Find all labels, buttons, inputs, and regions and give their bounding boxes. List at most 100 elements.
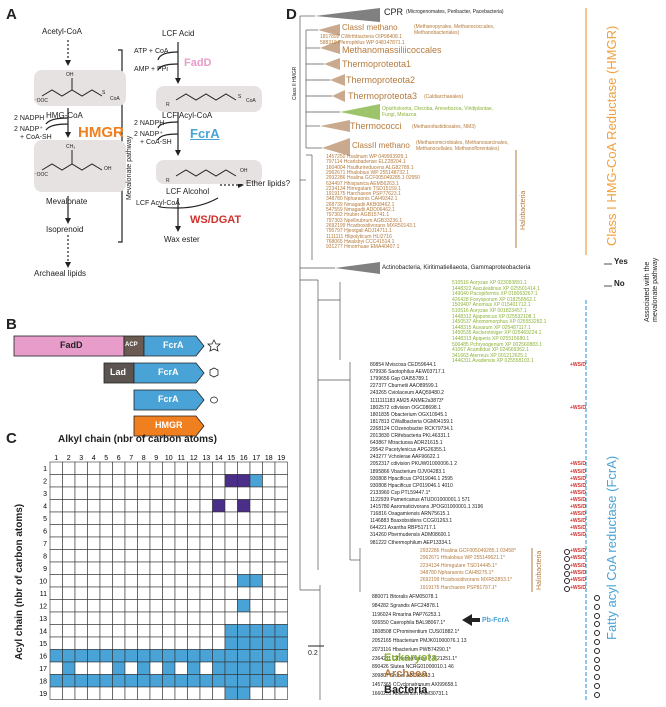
ws-dgat-marker: +WS/D (570, 504, 586, 510)
ellipse-symbol (594, 683, 600, 689)
ellipse-symbol (564, 563, 570, 570)
heatmap-col-label: 13 (202, 455, 210, 462)
tree-leaf: 2013830 CRifebacteria PKL46331.1 (370, 433, 451, 439)
tree-leaf: 149040 Pacopiformis XP 018063267.1 (452, 291, 538, 298)
heatmap-row-label: 2 (43, 478, 47, 485)
tree-leaf: 1111111183 AM25 ANME2a3873* (370, 397, 444, 404)
tree-leaf: 981222 Cthermophilum AEP13334.1 (370, 539, 452, 546)
domain-hmgr: HMGR (155, 420, 183, 430)
class2-label: Class II HMGR (292, 66, 298, 100)
ellipse-symbol (594, 595, 600, 601)
s-label: S (102, 90, 106, 96)
panel-label-b: B (6, 316, 17, 333)
ws-dgat-marker: +WS/D (570, 475, 586, 482)
ws-dgat-marker: +WS/D (570, 569, 586, 576)
nadp-label: 2 NADP⁺ (14, 126, 43, 133)
ws-dgat-marker: +WS/D (570, 482, 586, 489)
tree-leaf: 797303 Npellirubrum AGB33236.1 (326, 217, 403, 224)
tree-leaf: 1448313 Apiperis XP 025515680.1 (452, 336, 530, 342)
tree-leaf: 500485 Pchrysogenum XP 002560883.1 (452, 341, 542, 348)
oh-label: OH (66, 72, 74, 78)
lcf-acyl-coa-label: LCF Acyl-CoA (162, 111, 213, 120)
clade-sub: (Methanofastidiosales, NM3) (412, 124, 476, 130)
tree-leaf: 716816 Osagamiensis ARN75615.1 (370, 511, 450, 518)
clade-label: Thermococci (350, 121, 402, 131)
tree-leaf: 29542 Pacetylenicus APG26355.1 (370, 447, 446, 454)
hmgr-enzyme: HMGR (78, 124, 124, 141)
panel-label-c: C (6, 430, 17, 447)
tree-leaf: 1509407 Anomius XP 015401712.1 (452, 302, 531, 309)
ws-dgat-marker: +WS/D (570, 518, 586, 525)
ooc-label-2: ⁻OOC (34, 172, 49, 178)
heatmap-row-label: 1 (43, 466, 47, 473)
wax-ester-label: Wax ester (164, 235, 200, 244)
heatmap-row-label: 18 (39, 678, 47, 685)
heatmap-row-label: 12 (39, 603, 47, 610)
ellipse-symbol (564, 556, 570, 563)
tree-leaf: 797302 Hruber AGB15741.1 (326, 212, 390, 219)
heatmap-cell (274, 686, 288, 700)
tree-leaf: 2962671 Hhalobius WP 255148732.1 (326, 169, 410, 176)
lcf-alcohol-label: LCF Alcohol (166, 187, 210, 196)
tree-leaf: 926550 Caerophila BAL98067.1* (372, 620, 446, 627)
tree-leaf: 2932286 Hsalina GCF005049285.1 02950 (326, 175, 420, 182)
tree-leaf: 1415780 Aaromaticivorans JPOG01000001.1 … (370, 504, 484, 510)
tree-leaf: 931277 Hmorrhuae EMA40407.1 (326, 244, 400, 251)
mevalonate-label: Mevalonate (46, 197, 88, 206)
clade-label: Methanomassiliicoccales (342, 45, 442, 55)
ws-dgat-marker: +WS/D (570, 496, 586, 503)
ellipse-symbol (594, 630, 600, 637)
tree-leaf: 930808 Hpacificus CP019046.1 4010 (370, 482, 453, 489)
tree-leaf: 795797 Hjeotgali ADJ14711.1 (326, 228, 392, 235)
heatmap-col-label: 3 (79, 455, 83, 462)
ch3-label: CH₃ (66, 144, 76, 150)
heatmap-row-label: 10 (39, 578, 47, 585)
ellipse-symbol (594, 674, 600, 681)
tree-leaf: 1799656 Gsp OAI55789.1 (370, 376, 429, 383)
domain-fadd: FadD (60, 340, 83, 350)
heatmap-col-label: 1 (54, 455, 58, 462)
clade-sub: (Methanopyrales, Methanococcales, Methan… (414, 24, 495, 36)
tree-leaf: 2073116 Hbacterium PWB74290.1* (372, 646, 451, 653)
tree-leaf: 2364211 CThermofonsia PJF21251.1* (372, 655, 457, 662)
mevalonate-association-label: Associated with the mevalonate pathway (644, 257, 659, 322)
heatmap-col-label: 7 (129, 455, 133, 462)
tree-leaf: 679936 Saotophilus AEW03717.1 (370, 369, 445, 376)
heatmap-row-label: 19 (39, 691, 47, 698)
clade-sub: (Caldiarchaeales) (424, 94, 464, 100)
tree-leaf: 268739 Nmagadii AKB08462.1 (326, 201, 395, 208)
tree-leaf: 348780 Npharaonis CAI49342.1 (326, 196, 398, 203)
yes-label: Yes (614, 257, 628, 266)
domain-lad: Lad (110, 367, 127, 377)
domain-acp: ACP (125, 342, 138, 348)
heatmap-col-label: 19 (277, 455, 285, 462)
archaeal-lipids-label: Archaeal lipids (34, 269, 87, 278)
tree-leaf: 227377 Cburnetii AAO89599.1 (370, 383, 438, 390)
tree-leaf: 1450537 Ahomomorphus XP 025553282.1 (452, 319, 547, 326)
tree-leaf: 588319 Pferrophilus WP 048147871.1 (320, 40, 405, 46)
class1-hmgr-label: Class I HMG-CoA Reductase (HMGR) (604, 25, 619, 246)
tree-leaf: 243277 Vcholerae AAF96622.1 (370, 454, 440, 461)
ws-dgat-marker: +WS/D (570, 511, 586, 518)
domain-fcra-1: FcrA (163, 340, 184, 350)
tree-leaf: 348780 Npharaonis CAI48275.1* (420, 569, 494, 576)
ws-dgat-marker: +WS/D (570, 532, 586, 539)
tree-leaf: 2692199 Hcarboxidivorans MXR52853.1* (420, 577, 513, 584)
ws-dgat-marker: +WS/D (570, 555, 586, 562)
tree-leaf: 314260 Pbermudensis ADM08600.1 (370, 532, 451, 539)
tree-leaf: 1450535 Asclerotiniger XP 025469224.1 (452, 330, 542, 337)
tree-leaf: 1919175 Harchaeon PSP77623.1 (326, 191, 401, 198)
tree-leaf: 930808 Hpacificus CP019046.1 2595 (370, 475, 453, 482)
lcf-acid-label: LCF Acid (162, 29, 195, 38)
heatmap-col-label: 9 (154, 455, 158, 462)
ws-dgat-marker: +WS/D (570, 584, 586, 591)
cpr-sub: (Microgenomates, Peribacter, Pacebacteri… (406, 9, 504, 15)
ellipse-symbol (594, 647, 600, 654)
tree-leaf: 1457365 CCyclonatronum AXI99658.1 (372, 682, 458, 688)
ellipse-symbol (564, 549, 570, 555)
tree-leaf: 341663 Aterreus XP 001212625.1 (452, 352, 528, 359)
heatmap-title: Alkyl chain (nbr of carbon atoms) (58, 434, 217, 445)
